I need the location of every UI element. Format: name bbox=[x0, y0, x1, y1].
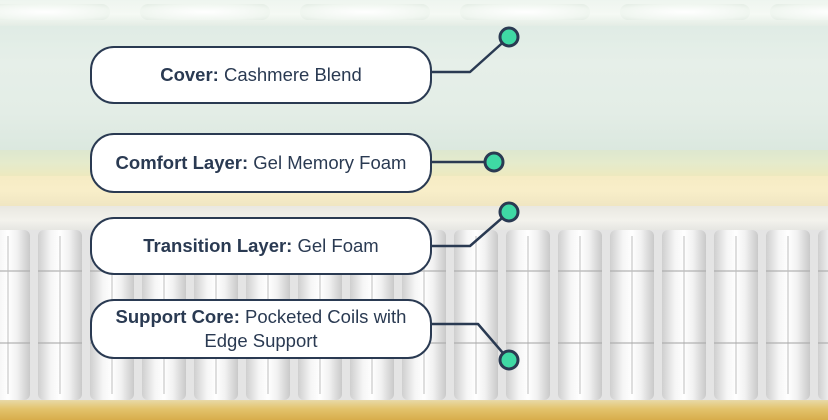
coil-seam bbox=[683, 236, 685, 394]
callout-comfort-layer: Comfort Layer: Gel Memory Foam bbox=[90, 133, 432, 193]
quilt-puff bbox=[140, 4, 270, 20]
callout-support-core: Support Core: Pocketed Coils with Edge S… bbox=[90, 299, 432, 359]
coil-seam bbox=[787, 236, 789, 394]
callout-term: Transition Layer: bbox=[143, 235, 293, 256]
coil-seam bbox=[59, 236, 61, 394]
leader-line-transition bbox=[432, 211, 510, 248]
pocketed-coil bbox=[454, 230, 498, 400]
coil-seam bbox=[735, 236, 737, 394]
callout-detail: Gel Foam bbox=[297, 235, 379, 256]
quilt-puff bbox=[300, 4, 430, 20]
callout-term: Support Core: bbox=[115, 306, 240, 327]
pocketed-coil bbox=[506, 230, 550, 400]
coil-seam bbox=[475, 236, 477, 394]
callout-transition-layer: Transition Layer: Gel Foam bbox=[90, 217, 432, 275]
callout-detail: Pocketed Coils with Edge Support bbox=[204, 306, 407, 351]
teal-dot-marker-icon bbox=[498, 349, 520, 371]
pocketed-coil bbox=[0, 230, 30, 400]
callout-term: Cover: bbox=[160, 64, 219, 85]
callout-term: Comfort Layer: bbox=[115, 152, 249, 173]
coil-seam bbox=[7, 236, 9, 394]
teal-dot-marker-icon bbox=[498, 26, 520, 48]
coil-seam bbox=[579, 236, 581, 394]
pocketed-coil bbox=[714, 230, 758, 400]
pocketed-coil bbox=[766, 230, 810, 400]
pocketed-coil bbox=[38, 230, 82, 400]
pocketed-coil bbox=[558, 230, 602, 400]
callout-cover: Cover: Cashmere Blend bbox=[90, 46, 432, 104]
quilt-puff bbox=[460, 4, 590, 20]
callout-detail: Gel Memory Foam bbox=[253, 152, 407, 173]
teal-dot-marker-icon bbox=[483, 151, 505, 173]
quilt-puff bbox=[770, 4, 828, 20]
pocketed-coil bbox=[610, 230, 654, 400]
mattress-base-layer bbox=[0, 400, 828, 420]
quilt-puff bbox=[620, 4, 750, 20]
coil-seam bbox=[631, 236, 633, 394]
pocketed-coil bbox=[818, 230, 828, 400]
leader-line-support bbox=[432, 322, 510, 361]
callout-detail: Cashmere Blend bbox=[223, 64, 362, 85]
leader-line-cover bbox=[432, 36, 510, 74]
coil-seam bbox=[527, 236, 529, 394]
pocketed-coil bbox=[662, 230, 706, 400]
quilt-puff bbox=[0, 4, 110, 20]
teal-dot-marker-icon bbox=[498, 201, 520, 223]
